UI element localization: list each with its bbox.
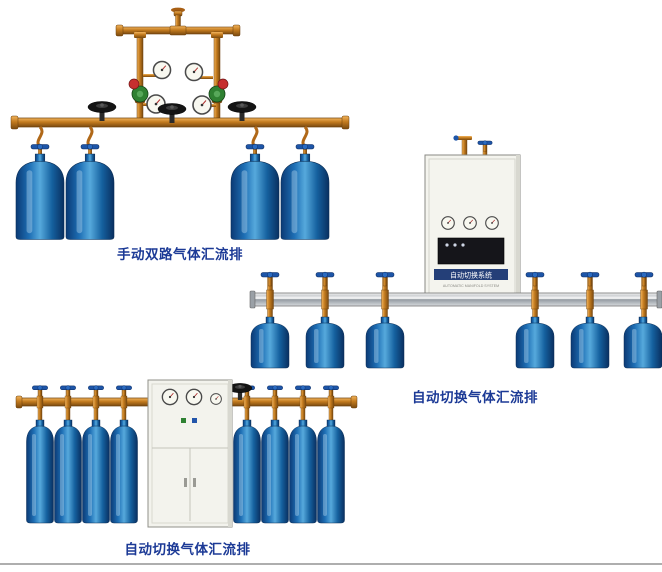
- cabinet-inlet-pipes: [453, 135, 493, 158]
- control-cabinet: 自动切换系统 AUTOMATIC MANIFOLD SYSTEM: [424, 154, 521, 301]
- cylinder-valve-handle: [60, 385, 76, 398]
- door-handle: [193, 478, 196, 487]
- cabinet-title: 自动切换系统: [450, 271, 492, 280]
- cylinder-valve-handle: [323, 385, 339, 398]
- cylinder-valve-handle: [32, 385, 48, 398]
- product-caption-auto-switch-floor: 自动切换气体汇流排: [124, 542, 251, 557]
- manifold-pipe: [249, 289, 662, 310]
- gas-cylinder: [54, 419, 82, 524]
- product-caption-manual-dual: 手动双路气体汇流排: [117, 247, 243, 262]
- pressure-gauge: [152, 60, 172, 80]
- cabinet-subtitle: AUTOMATIC MANIFOLD SYSTEM: [443, 284, 499, 288]
- cabinet-gauge: [161, 388, 179, 406]
- door-handle: [184, 478, 187, 487]
- gas-cylinder: [233, 419, 261, 524]
- gas-cylinder: [15, 153, 65, 240]
- cabinet-gauge: [185, 388, 203, 406]
- gas-cylinder: [82, 419, 110, 524]
- pressure-regulator: [128, 78, 149, 104]
- cabinet-gauge: [463, 216, 477, 230]
- cylinder-valve-handle: [116, 385, 132, 398]
- header-pipe: [115, 7, 241, 121]
- gas-cylinder: [305, 316, 345, 369]
- cabinet-title-strip: [434, 269, 508, 280]
- gas-cylinder: [110, 419, 138, 524]
- cabinet-display-panel: [437, 237, 505, 265]
- gas-cylinder: [289, 419, 317, 524]
- cylinder-valve-handle: [267, 385, 283, 398]
- auto-switch-manifold-illustration: 自动切换系统 AUTOMATIC MANIFOLD SYSTEM: [249, 135, 662, 369]
- gas-cylinder: [317, 419, 345, 524]
- indicator-light: [181, 418, 186, 423]
- cylinder-valve-handle: [295, 385, 311, 398]
- manual-dual-manifold-illustration: [10, 7, 350, 240]
- cabinet-gauge: [485, 216, 499, 230]
- cabinet-gauge: [210, 393, 222, 405]
- pressure-regulator: [208, 78, 229, 104]
- product-caption-auto-switch: 自动切换气体汇流排: [412, 390, 538, 405]
- manifold-pipe: [10, 115, 350, 130]
- page-bottom-divider: [0, 563, 662, 565]
- gas-cylinder: [65, 153, 115, 240]
- indicator-light: [453, 243, 457, 247]
- cylinder-valve-handle: [315, 271, 335, 287]
- gas-cylinder: [261, 419, 289, 524]
- cylinder-valve-handle: [634, 271, 654, 287]
- indicator-light: [461, 243, 465, 247]
- indicator-light: [445, 243, 449, 247]
- gas-cylinder: [515, 316, 555, 369]
- pressure-gauge: [184, 62, 204, 82]
- cylinder-valve-handle: [580, 271, 600, 287]
- auto-switch-floor-manifold-illustration: [15, 379, 358, 528]
- gas-cylinder: [250, 316, 290, 369]
- cylinder-valve-handle: [525, 271, 545, 287]
- gas-cylinder: [26, 419, 54, 524]
- gas-cylinder: [570, 316, 610, 369]
- cabinet-gauge: [441, 216, 455, 230]
- control-cabinet: [147, 379, 233, 528]
- cylinder-valve-handle: [260, 271, 280, 287]
- indicator-light: [192, 418, 197, 423]
- gas-cylinder: [365, 316, 405, 369]
- pressure-gauge: [192, 95, 212, 115]
- cylinder-valve-handle: [88, 385, 104, 398]
- gas-cylinder: [623, 316, 662, 369]
- cylinder-valve-handle: [375, 271, 395, 287]
